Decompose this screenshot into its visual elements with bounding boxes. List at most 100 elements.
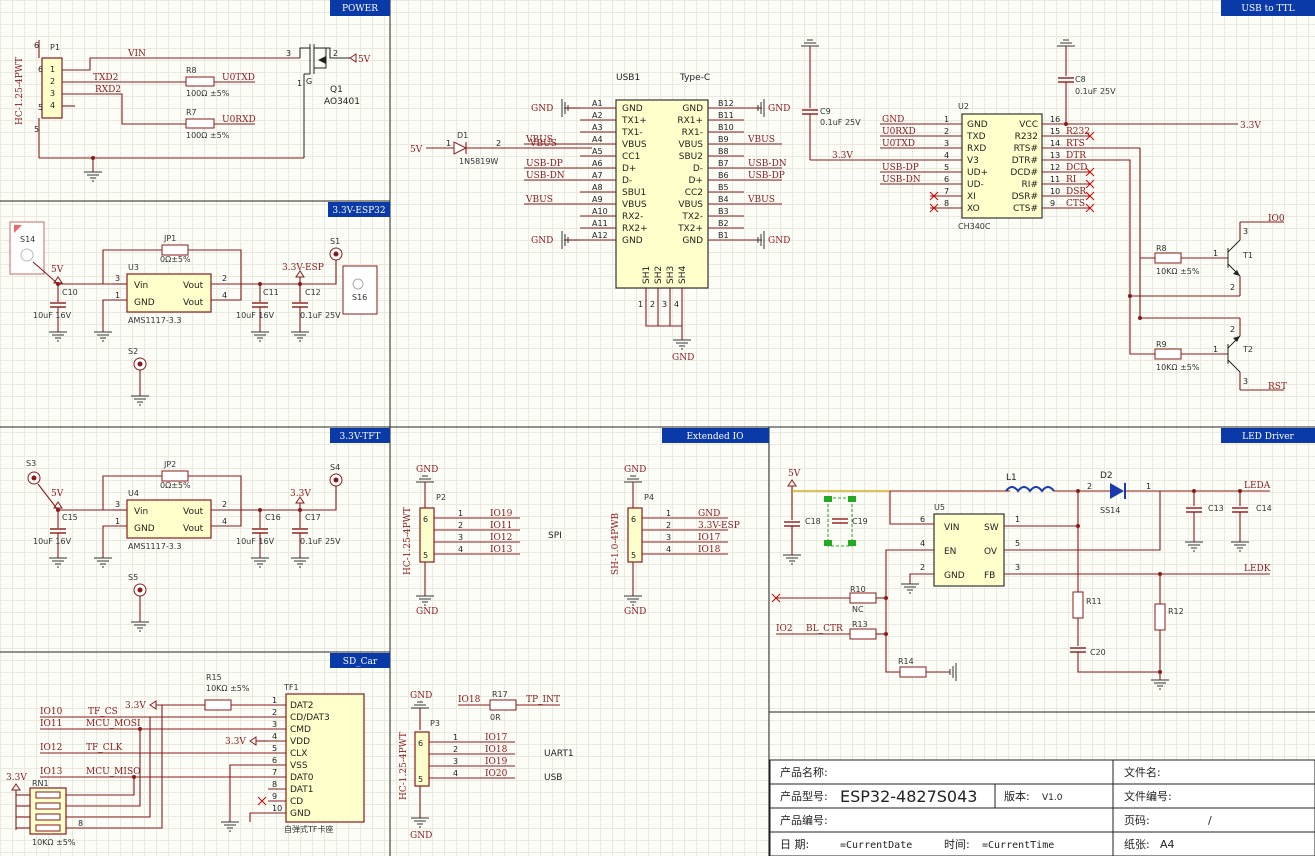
svg-text:3: 3 [50, 89, 55, 98]
svg-text:6: 6 [920, 515, 925, 524]
svg-text:V1.0: V1.0 [1042, 793, 1063, 803]
usb1-pin-name: RX2- [622, 212, 643, 222]
usb1-pin-num: B1 [718, 231, 729, 240]
connector-net-label: IO17 [485, 733, 508, 743]
svg-text:RN1: RN1 [32, 779, 49, 788]
u2-pin-num: 2 [944, 127, 949, 136]
usb1-net-label: VBUS [747, 135, 775, 145]
u2-pin-name: RI# [1022, 180, 1038, 190]
svg-text:R14: R14 [898, 657, 914, 666]
svg-text:GND: GND [410, 831, 432, 841]
usb1-pin-name: D+ [622, 164, 636, 174]
svg-text:0.1uF 25V: 0.1uF 25V [1075, 87, 1116, 96]
svg-text:IO12: IO12 [40, 743, 62, 753]
svg-text:P4: P4 [644, 493, 654, 502]
title-block: 产品名称: 文件名: 产品型号: ESP32-4827S043 版本: V1.0… [769, 759, 1315, 856]
svg-text:IO13: IO13 [40, 767, 63, 777]
svg-text:2: 2 [1087, 482, 1092, 491]
svg-text:C16: C16 [265, 513, 281, 522]
svg-text:GND: GND [624, 607, 646, 617]
svg-text:10uF 16V: 10uF 16V [33, 537, 72, 546]
section-header-power: POWER [330, 0, 390, 16]
usb1-pin-num: A5 [592, 147, 603, 156]
svg-text:SD_Car: SD_Car [343, 657, 378, 667]
tf1-pin-name: VSS [290, 761, 308, 771]
tf1-socket [285, 693, 365, 823]
svg-text:R7: R7 [186, 108, 197, 117]
svg-text:文件编号:: 文件编号: [1124, 789, 1172, 803]
svg-text:3: 3 [1015, 563, 1020, 572]
svg-text:GND: GND [134, 524, 155, 534]
connector-pin-num: 4 [666, 545, 671, 554]
svg-text:10uF 16V: 10uF 16V [236, 537, 275, 546]
usb1-pin-num: B12 [718, 99, 734, 108]
svg-text:U5: U5 [934, 503, 945, 512]
u2-pin-name: DTR# [1012, 156, 1038, 166]
usb1-pin-name: D+ [689, 176, 703, 186]
usb1-pin-name: D- [622, 176, 632, 186]
svg-text:产品型号:: 产品型号: [780, 789, 828, 803]
usb1-pin-name: CC2 [685, 188, 703, 198]
svg-text:2: 2 [222, 500, 227, 509]
u2-pin-num: 3 [944, 139, 949, 148]
svg-text:R8: R8 [1156, 244, 1167, 253]
section-header-usb-ttl: USB to TTL [1221, 0, 1315, 16]
svg-text:C8: C8 [1075, 75, 1086, 84]
usb1-pin-num: A2 [592, 111, 603, 120]
svg-text:G: G [306, 77, 312, 86]
tf1-pin-name: GND [290, 809, 311, 819]
svg-text:R17: R17 [492, 690, 508, 699]
u2-net-label: USB-DP [882, 163, 919, 173]
p1-connector [41, 57, 63, 119]
svg-text:IO0: IO0 [1268, 214, 1285, 224]
usb1-pin-name: SBU2 [679, 152, 703, 162]
usb1-shield-num: 3 [662, 300, 667, 309]
svg-text:0.1uF 25V: 0.1uF 25V [300, 537, 341, 546]
svg-text:C18: C18 [805, 517, 821, 526]
u2-pin-name: CTS# [1013, 204, 1038, 214]
svg-text:Type-C: Type-C [679, 73, 710, 83]
usb1-net-label: USB-DN [748, 159, 787, 169]
t2-transistor [1227, 318, 1241, 390]
svg-text:4: 4 [222, 517, 227, 526]
tf1-pin-num: 4 [272, 732, 277, 741]
svg-text:1: 1 [1213, 345, 1218, 354]
svg-text:S16: S16 [352, 293, 367, 302]
tf1-pin-name: CLX [290, 749, 307, 759]
tft-section: S3 5V C15 10uF 16V JP2 0Ω±5% U4 3 1 2 4 … [26, 459, 343, 632]
usb1-pin-name: RX2+ [622, 224, 648, 234]
tf1-pin-name: DAT0 [290, 773, 314, 783]
usb1-pin-num: B6 [718, 171, 729, 180]
svg-text:R9: R9 [1156, 340, 1167, 349]
svg-text:TF1: TF1 [283, 683, 299, 692]
usb1-pin-num: A6 [592, 159, 603, 168]
u2-pin-name: UD- [967, 180, 984, 190]
svg-text:POWER: POWER [342, 4, 378, 14]
svg-text:USB: USB [544, 773, 562, 783]
svg-text:3.3V-ESP: 3.3V-ESP [282, 263, 324, 273]
svg-text:UART1: UART1 [544, 749, 574, 759]
tf1-pin-num: 6 [272, 756, 277, 765]
svg-text:5V: 5V [410, 145, 423, 155]
svg-text:AMS1117-3.3: AMS1117-3.3 [128, 316, 181, 325]
svg-text:1: 1 [446, 139, 451, 148]
usb1-net-label: VBUS [747, 195, 775, 205]
svg-text:5: 5 [418, 775, 423, 784]
svg-text:U3: U3 [128, 263, 139, 272]
svg-text:P3: P3 [430, 719, 440, 728]
usb1-pin-name: GND [682, 104, 703, 114]
svg-text:ESP32-4827S043: ESP32-4827S043 [840, 787, 977, 806]
usb1-pin-num: B2 [718, 219, 729, 228]
svg-text:6: 6 [34, 41, 39, 50]
svg-text:CH340C: CH340C [958, 222, 991, 231]
usb1-pin-name: VBUS [622, 200, 647, 210]
svg-text:EN: EN [944, 547, 956, 557]
svg-text:GND: GND [134, 298, 155, 308]
connector-pin-num: 4 [458, 545, 463, 554]
usb1-pin-num: B3 [718, 207, 729, 216]
svg-text:=CurrentDate: =CurrentDate [840, 840, 912, 851]
svg-text:5: 5 [423, 551, 428, 560]
section-header-ext-io: Extended IO [662, 428, 769, 443]
svg-text:LEDA: LEDA [1244, 481, 1271, 491]
svg-text:6: 6 [38, 65, 43, 74]
